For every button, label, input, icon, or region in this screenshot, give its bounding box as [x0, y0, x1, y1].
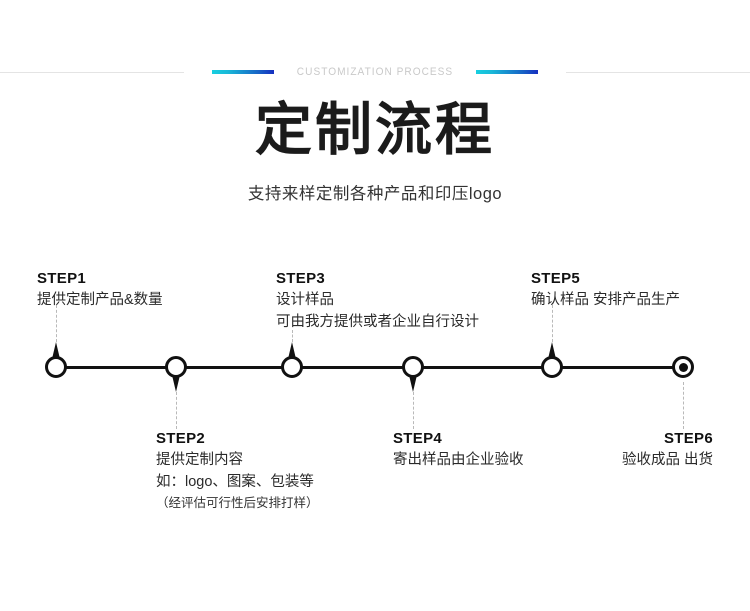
step-line-step3-0: 设计样品 — [276, 292, 334, 308]
step-line-step1-0: 提供定制产品&数量 — [37, 292, 163, 308]
step-line-step6-0: 验收成品 出货 — [621, 452, 713, 468]
step-block-step2: STEP2 提供定制内容 如：logo、图案、包装等 （经评估可行性后安排打样） — [156, 430, 319, 512]
step-block-step3: STEP3 设计样品 可由我方提供或者企业自行设计 — [276, 270, 479, 334]
pin-spike-up-icon — [548, 342, 556, 359]
connector-dash-step2 — [176, 392, 177, 429]
step-line-step4-0: 寄出样品由企业验收 — [393, 452, 524, 468]
pin-spike-down-icon — [409, 375, 417, 392]
step-block-step5: STEP5 确认样品 安排产品生产 — [531, 270, 680, 312]
step-block-step4: STEP4 寄出样品由企业验收 — [393, 430, 524, 472]
step-title-step6: STEP6 — [663, 430, 713, 447]
connector-dash-step6 — [683, 382, 684, 429]
eyebrow-label: CUSTOMIZATION PROCESS — [296, 66, 454, 78]
step-line-step2-0: 提供定制内容 — [156, 452, 243, 468]
timeline-axis — [56, 366, 683, 369]
pin-spike-up-icon — [52, 342, 60, 359]
pin-spike-up-icon — [288, 342, 296, 359]
step-note-step2: （经评估可行性后安排打样） — [156, 495, 319, 510]
page-subtitle: 支持来样定制各种产品和印压logo — [247, 185, 503, 203]
step-line-step5-0: 确认样品 安排产品生产 — [531, 292, 681, 308]
step-title-step4: STEP4 — [393, 430, 443, 447]
ring-marker-icon — [402, 356, 424, 378]
section-eyebrow: CUSTOMIZATION PROCESS — [0, 62, 750, 82]
eyebrow-gradient-bar-right — [476, 70, 538, 74]
eyebrow-rule-right — [566, 71, 750, 73]
step-title-step3: STEP3 — [276, 270, 326, 287]
step-block-step1: STEP1 提供定制产品&数量 — [37, 270, 163, 312]
eyebrow-gradient-bar-left — [212, 70, 275, 74]
ring-marker-icon — [281, 356, 303, 378]
step-line-step3-1: 可由我方提供或者企业自行设计 — [276, 313, 479, 330]
step-title-step2: STEP2 — [156, 430, 206, 447]
step-title-step5: STEP5 — [531, 270, 581, 287]
ring-marker-icon — [541, 356, 563, 378]
ring-marker-icon — [45, 356, 67, 378]
pin-spike-down-icon — [172, 375, 180, 392]
eyebrow-rule-left — [0, 71, 185, 73]
step-block-step6: STEP6 验收成品 出货 — [453, 430, 713, 472]
ring-marker-icon — [165, 356, 187, 378]
step-line-step2-1: 如：logo、图案、包装等 — [156, 473, 314, 490]
connector-dash-step4 — [413, 392, 414, 429]
ring-filled-marker-icon — [672, 356, 694, 378]
step-title-step1: STEP1 — [37, 270, 87, 287]
page-title: 定制流程 — [255, 96, 495, 163]
